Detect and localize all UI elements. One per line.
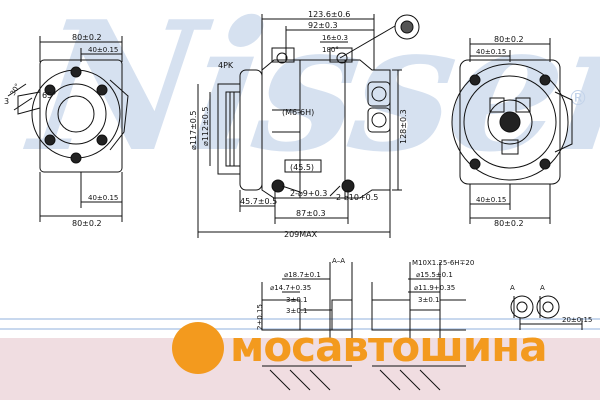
dim-d11-9: ⌀11.9+0.35 [414, 284, 455, 292]
dim-right-bottom-40: 40±0.15 [476, 196, 506, 204]
hole-2-d9: 2-⌀9+0.3 [290, 189, 327, 198]
dim-left-bottom-80: 80±0.2 [72, 219, 102, 228]
compressor-rear-view [451, 38, 573, 224]
dim-d18-7: ⌀18.7±0.1 [284, 271, 321, 279]
dim-45-5: (45.5) [290, 163, 314, 172]
dim-16: 16±0.3 [322, 34, 348, 42]
compressor-side-view [197, 14, 420, 238]
thread-m6: (M6-6H) [282, 108, 314, 117]
dim-87: 87±0.3 [296, 209, 326, 218]
hole-2-d10: 2-⌀10+0.5 [336, 193, 378, 202]
dim-180-deg: 180° [322, 46, 339, 54]
dim-3-c: 3±0.1 [418, 296, 439, 304]
dim-209max: 209MAX [284, 230, 318, 239]
dim-left-top-40: 40±0.15 [88, 46, 118, 54]
section-a-a [261, 262, 583, 391]
dim-d117: ⌀117±0.5 [189, 110, 198, 150]
dim-128: 128±0.3 [399, 109, 408, 144]
dim-left-bottom-40: 40±0.15 [88, 194, 118, 202]
dim-3-b: 3±0.1 [286, 307, 307, 315]
footer-band [0, 338, 600, 400]
section-marker-a1: A [510, 284, 515, 292]
brand-name: мосавтошина [230, 322, 548, 371]
dim-d14-7: ⌀14.7+0.35 [270, 284, 311, 292]
compressor-left-view [7, 36, 129, 222]
dim-123-6: 123.6±0.6 [308, 10, 350, 19]
section-marker-a2: A [540, 284, 545, 292]
thread-m10: M10X1.25-6H∓20 [412, 259, 474, 267]
dim-2: 2±0.15 [256, 304, 264, 330]
dim-right-top-80: 80±0.2 [494, 35, 524, 44]
angle-65: 65° [42, 91, 56, 100]
dim-4pk: 4PK [218, 61, 234, 70]
dim-3: 3 [4, 97, 9, 106]
registered-mark: ® [568, 86, 588, 110]
dim-left-top-80: 80±0.2 [72, 33, 102, 42]
dim-right-bottom-80: 80±0.2 [494, 219, 524, 228]
angle-30: 30° [9, 82, 22, 97]
dim-d15-5: ⌀15.5±0.1 [416, 271, 453, 279]
dim-d112: ⌀112±0.5 [201, 106, 210, 146]
dim-92: 92±0.3 [308, 21, 338, 30]
brand-dot-icon [172, 322, 224, 374]
section-title: A–A [332, 257, 345, 265]
brand-logo: мосавтошина [172, 318, 582, 376]
dim-3-a: 3±0.1 [286, 296, 307, 304]
dim-45-7: 45.7±0.5 [240, 197, 277, 206]
dim-right-top-40: 40±0.15 [476, 48, 506, 56]
dim-20: 20±0.15 [562, 316, 592, 324]
